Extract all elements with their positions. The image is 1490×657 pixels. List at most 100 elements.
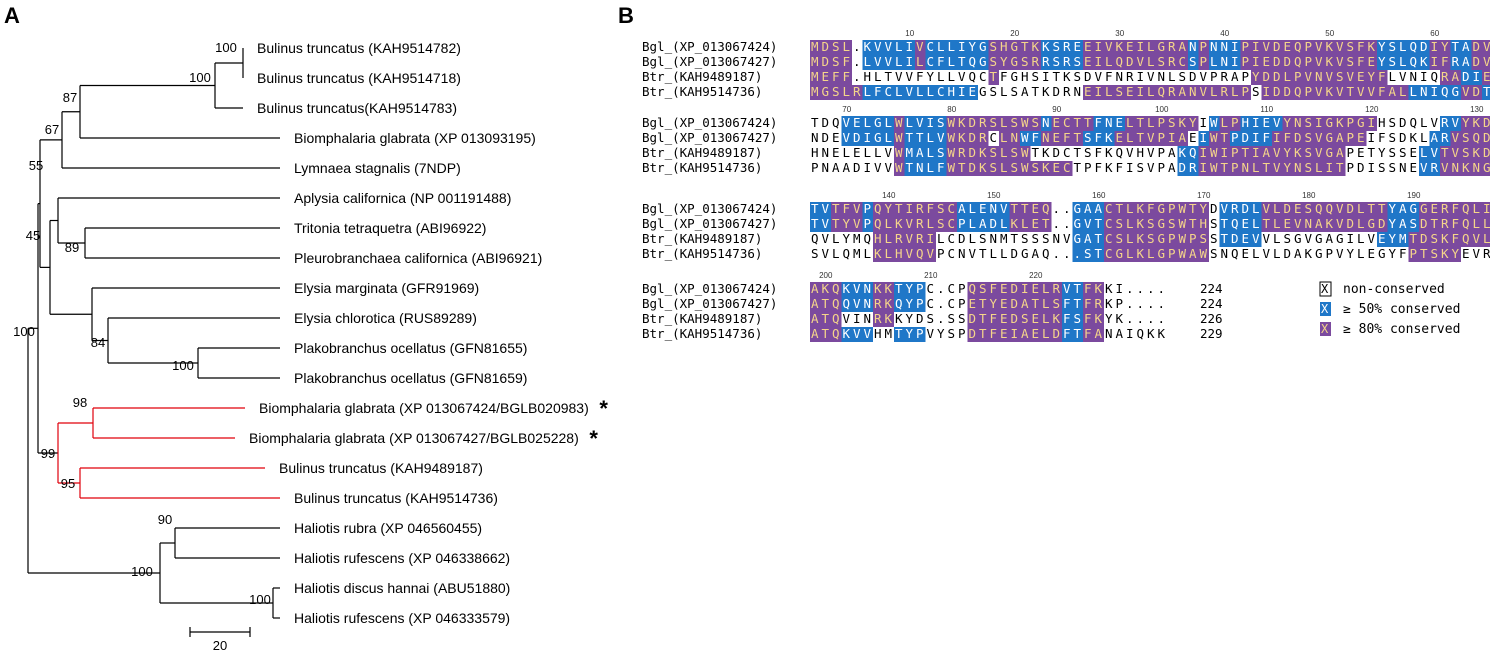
residue: L: [1483, 216, 1490, 231]
residue: E: [1084, 39, 1092, 54]
residue-cell: [1135, 247, 1146, 262]
residue: K: [1053, 311, 1061, 326]
residue: K: [1179, 145, 1187, 160]
residue: D: [822, 115, 830, 130]
residue: A: [1084, 201, 1092, 216]
residue: V: [885, 39, 893, 54]
residue: L: [1126, 231, 1134, 246]
residue-cell: [967, 116, 978, 131]
residue: D: [1284, 54, 1292, 69]
residue: Q: [1326, 201, 1334, 216]
residue: A: [1168, 145, 1176, 160]
residue-cell: [894, 297, 905, 312]
residue: Y: [927, 69, 935, 84]
residue: S: [1032, 160, 1040, 175]
residue-cell: [1429, 217, 1440, 232]
residue: S: [1284, 231, 1292, 246]
residue-cell: [1314, 202, 1325, 217]
residue-cell: [862, 282, 873, 297]
residue: E: [1483, 69, 1490, 84]
residue: P: [1158, 160, 1166, 175]
residue: K: [1462, 160, 1470, 175]
residue: C: [1105, 216, 1113, 231]
residue: S: [1084, 145, 1092, 160]
residue: S: [1210, 246, 1218, 261]
residue: .: [1158, 281, 1166, 296]
residue: P: [864, 201, 872, 216]
residue: L: [1000, 246, 1008, 261]
residue: L: [1357, 246, 1365, 261]
residue-cell: [978, 146, 989, 161]
residue-cell: [1146, 202, 1157, 217]
residue-cell: [1041, 40, 1052, 55]
leaf-label: Plakobranchus ocellatus (GFN81659): [294, 370, 527, 386]
sequence-end-position: 224: [1200, 296, 1223, 311]
residue: Y: [1189, 115, 1197, 130]
residue: Q: [1137, 326, 1145, 341]
residue: W: [895, 115, 903, 130]
residue-cell: [1062, 131, 1073, 146]
residue: C: [1105, 246, 1113, 261]
residue-cell: [873, 116, 884, 131]
residue-cell: [831, 217, 842, 232]
residue: V: [1483, 54, 1490, 69]
residue-cell: [1135, 55, 1146, 70]
residue-cell: [1072, 116, 1083, 131]
residue: T: [1042, 216, 1050, 231]
residue: R: [1483, 246, 1490, 261]
residue: A: [1294, 246, 1302, 261]
residue-cell: [1072, 40, 1083, 55]
residue: S: [990, 84, 998, 99]
residue: V: [1095, 69, 1103, 84]
residue: K: [1032, 39, 1040, 54]
residue-cell: [936, 217, 947, 232]
residue-cell: [1072, 297, 1083, 312]
residue-cell: [1419, 85, 1430, 100]
sequence-name: Btr_(KAH9514736): [642, 326, 762, 341]
residue-cell: [1272, 40, 1283, 55]
residue-cell: [1419, 217, 1430, 232]
residue: L: [1147, 39, 1155, 54]
leaf-label: Biomphalaria glabrata (XP 013067424/BGLB…: [259, 400, 589, 416]
residue-cell: [1335, 131, 1346, 146]
residue-cell: [820, 217, 831, 232]
residue-cell: [936, 146, 947, 161]
residue: F: [1063, 311, 1071, 326]
residue-cell: [1440, 161, 1451, 176]
legend-label: non-conserved: [1343, 282, 1445, 297]
residue-cell: [1230, 116, 1241, 131]
residue: M: [811, 84, 819, 99]
residue: Y: [1389, 246, 1397, 261]
residue-cell: [1020, 161, 1031, 176]
residue-cell: [1429, 131, 1440, 146]
residue-cell: [1041, 202, 1052, 217]
residue-cell: [1083, 297, 1094, 312]
residue: S: [1042, 231, 1050, 246]
residue: N: [1294, 160, 1302, 175]
residue: S: [1147, 231, 1155, 246]
residue-cell: [999, 131, 1010, 146]
residue: L: [1105, 84, 1113, 99]
residue: Y: [1000, 54, 1008, 69]
bootstrap-value: 67: [45, 122, 59, 137]
residue: I: [906, 201, 914, 216]
residue: L: [1483, 231, 1490, 246]
residue: I: [927, 115, 935, 130]
residue: P: [1242, 84, 1250, 99]
residue-cell: [1482, 217, 1490, 232]
residue-cell: [1282, 40, 1293, 55]
residue-cell: [1030, 116, 1041, 131]
residue: L: [916, 84, 924, 99]
residue: Q: [969, 69, 977, 84]
residue-cell: [999, 55, 1010, 70]
residue: N: [1420, 84, 1428, 99]
residue: Y: [906, 296, 914, 311]
residue: A: [1084, 231, 1092, 246]
residue-cell: [925, 202, 936, 217]
residue: L: [1273, 201, 1281, 216]
residue-cell: [1125, 131, 1136, 146]
residue-cell: [1104, 116, 1115, 131]
residue: H: [864, 69, 872, 84]
residue-cell: [904, 116, 915, 131]
